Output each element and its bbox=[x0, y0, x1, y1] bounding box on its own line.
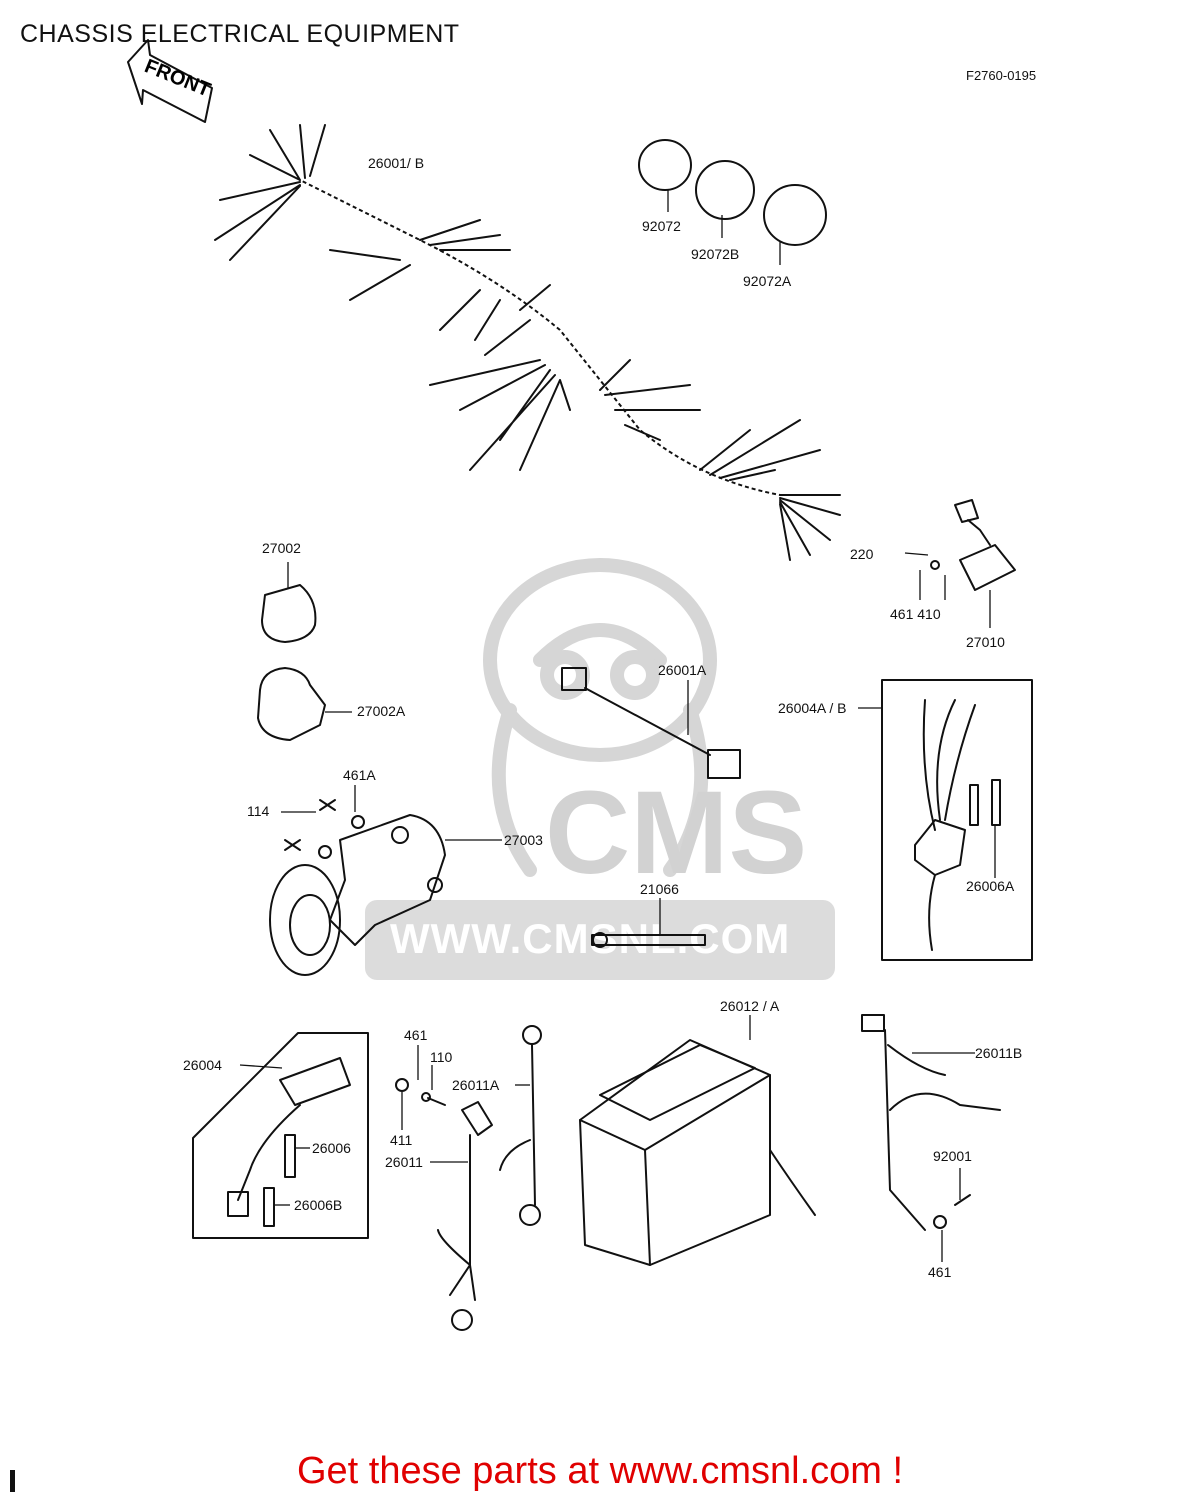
part-label[interactable]: 461 bbox=[928, 1264, 952, 1280]
part-label[interactable]: 26001/ B bbox=[368, 155, 425, 171]
diagram-code: F2760-0195 bbox=[966, 68, 1037, 83]
relay-27002 bbox=[261, 562, 317, 643]
bolts-461-110-411 bbox=[395, 1045, 446, 1130]
front-arrow-icon: FRONT bbox=[127, 39, 214, 123]
regulator-27010 bbox=[904, 499, 1016, 628]
part-label[interactable]: 26004 bbox=[183, 1057, 222, 1073]
part-label[interactable]: 26011B bbox=[975, 1045, 1023, 1061]
part-label[interactable]: 114 bbox=[247, 803, 270, 819]
part-label[interactable]: 220 bbox=[850, 546, 874, 562]
clamp-92072 bbox=[638, 139, 827, 265]
part-label[interactable]: 110 bbox=[430, 1049, 453, 1065]
footer-banner: Get these parts at www.cmsnl.com ! bbox=[0, 1450, 1200, 1493]
sub-harness-26001a bbox=[561, 667, 741, 779]
part-label[interactable]: 27002 bbox=[262, 540, 301, 556]
part-label[interactable]: 26006B bbox=[294, 1197, 343, 1213]
part-label[interactable]: 26011A bbox=[452, 1077, 500, 1093]
part-label[interactable]: 26001A bbox=[658, 662, 707, 678]
footer-link[interactable]: Get these parts at www.cmsnl.com ! bbox=[296, 1450, 904, 1492]
part-label[interactable]: 411 bbox=[390, 1132, 413, 1148]
part-label[interactable]: 92001 bbox=[933, 1148, 972, 1164]
horn-27003 bbox=[269, 785, 502, 976]
part-label[interactable]: 26006 bbox=[312, 1140, 351, 1156]
part-label[interactable]: 27002A bbox=[357, 703, 406, 719]
part-label[interactable]: 92072 bbox=[642, 218, 681, 234]
watermark-url-text: WWW.CMSNL.COM bbox=[390, 915, 791, 962]
cable-26011 bbox=[430, 1101, 493, 1331]
part-label[interactable]: 26012 / A bbox=[720, 998, 780, 1014]
fuse-holder-21066 bbox=[591, 898, 706, 948]
main-wiring-harness bbox=[214, 124, 841, 561]
part-label[interactable]: 92072B bbox=[691, 246, 740, 262]
part-label[interactable]: 461 bbox=[404, 1027, 428, 1043]
watermark-logo bbox=[365, 558, 835, 980]
part-label[interactable]: 92072A bbox=[743, 273, 792, 289]
battery-26012a bbox=[579, 1015, 816, 1266]
ignition-box-26004ab bbox=[858, 679, 1033, 961]
cable-26011b bbox=[861, 1014, 1001, 1262]
relay-27002a bbox=[257, 667, 352, 741]
part-label[interactable]: 461A bbox=[343, 767, 376, 783]
part-label[interactable]: 26011 bbox=[385, 1154, 423, 1170]
corner-mark bbox=[10, 1470, 15, 1492]
part-label[interactable]: 27003 bbox=[504, 832, 543, 848]
part-label[interactable]: 27010 bbox=[966, 634, 1005, 650]
part-label[interactable]: 26004A / B bbox=[778, 700, 847, 716]
part-label[interactable]: 26006A bbox=[966, 878, 1015, 894]
fuse-box-26004 bbox=[192, 1032, 369, 1239]
part-label[interactable]: 461 410 bbox=[890, 606, 941, 622]
watermark-cms-text: CMS bbox=[545, 767, 808, 899]
part-label[interactable]: 21066 bbox=[640, 881, 679, 897]
cable-26011a bbox=[499, 1025, 542, 1226]
page-title: CHASSIS ELECTRICAL EQUIPMENT bbox=[20, 20, 460, 48]
